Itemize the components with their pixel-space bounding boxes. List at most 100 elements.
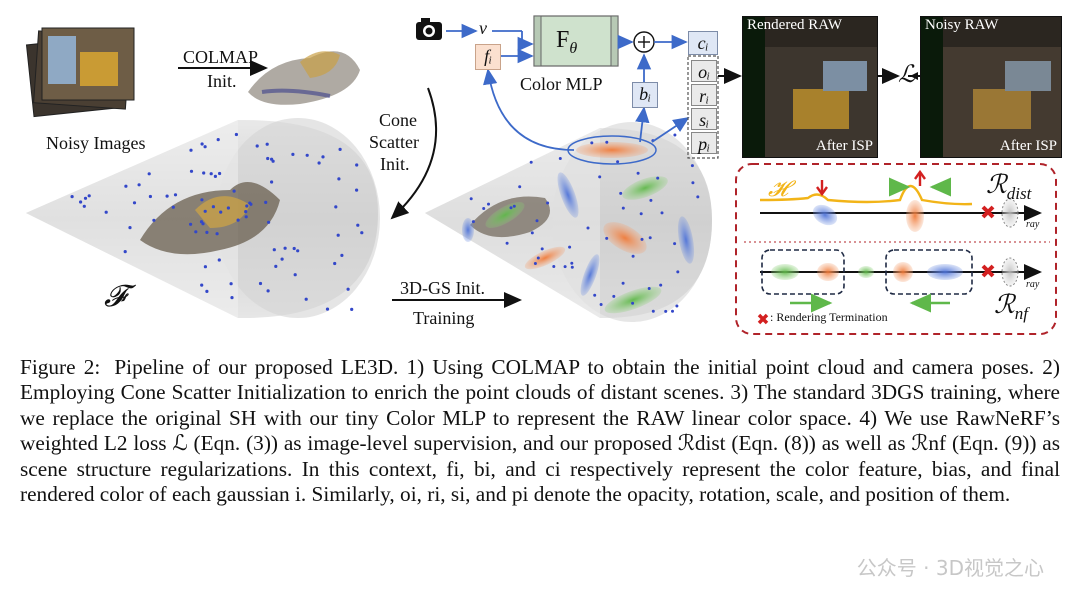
scatter-point bbox=[234, 132, 238, 137]
gaussian-center bbox=[616, 160, 620, 164]
mlp-f-label: F bbox=[556, 27, 570, 53]
scale-box: sᵢ bbox=[691, 108, 717, 130]
bias-box: bᵢ bbox=[632, 82, 658, 108]
scatter-point bbox=[189, 222, 193, 226]
scatter-point bbox=[266, 156, 270, 161]
gaussian-center bbox=[675, 304, 679, 308]
gaussian-center bbox=[649, 198, 653, 202]
rendered-raw-label: Rendered RAW bbox=[747, 17, 843, 33]
scatter-point bbox=[87, 194, 91, 198]
dist-regularization-diagram bbox=[759, 169, 1042, 232]
r-nf-sub: nf bbox=[1014, 304, 1028, 324]
color-mlp-label: Color MLP bbox=[520, 74, 603, 94]
gaussian-center bbox=[530, 231, 534, 235]
noisy-raw-image: Noisy RAW After ISP bbox=[920, 16, 1062, 158]
gaussian-center bbox=[471, 220, 475, 224]
scatter-point bbox=[283, 246, 287, 250]
gaussian-center bbox=[691, 181, 695, 185]
scatter-point bbox=[355, 188, 359, 192]
after-isp-label-2: After ISP bbox=[999, 138, 1057, 154]
scatter-point bbox=[137, 183, 141, 187]
cone-label: Cone bbox=[379, 110, 417, 130]
gaussian-center bbox=[469, 197, 473, 201]
gaussian-center bbox=[696, 195, 700, 199]
scatter-point bbox=[189, 148, 193, 152]
gaussian-center bbox=[636, 171, 640, 175]
gaussian-center bbox=[563, 265, 567, 269]
scatter-point bbox=[271, 159, 275, 163]
scatter-point bbox=[229, 282, 233, 286]
gaussian-center bbox=[651, 309, 655, 313]
figure-number: Figure 2: bbox=[20, 355, 101, 379]
noisy-raw-label: Noisy RAW bbox=[925, 17, 999, 33]
figure-caption: Figure 2:Pipeline of our proposed LE3D. … bbox=[20, 355, 1060, 507]
scatter-point bbox=[280, 257, 284, 261]
gaussian-center bbox=[590, 141, 594, 145]
gs-init-label: 3D-GS Init. bbox=[400, 278, 485, 298]
scatter-point bbox=[232, 189, 236, 193]
gaussian-center bbox=[529, 160, 533, 164]
scatter-point bbox=[325, 307, 330, 311]
scatter-point bbox=[272, 248, 276, 252]
scatter-point bbox=[264, 200, 268, 204]
init-label: Init. bbox=[380, 154, 410, 174]
sparse-point-cloud bbox=[248, 51, 360, 105]
gaussian-center bbox=[605, 236, 609, 240]
gaussian-center bbox=[673, 242, 677, 246]
scatter-point bbox=[189, 169, 194, 173]
gaussian-center bbox=[605, 140, 609, 144]
scatter-point bbox=[152, 218, 156, 222]
cone-scatter-points bbox=[70, 132, 364, 311]
scatter-point bbox=[217, 258, 221, 262]
scatter-point bbox=[255, 144, 259, 148]
scatter-point bbox=[338, 147, 342, 151]
scatter-point bbox=[147, 172, 151, 176]
attributes-group bbox=[687, 55, 719, 159]
gaussian-center bbox=[558, 157, 562, 160]
mlp-theta-label: θ bbox=[569, 39, 578, 57]
scatter-point bbox=[258, 281, 263, 286]
gaussian-center bbox=[487, 202, 490, 206]
scatter-point bbox=[267, 220, 271, 224]
figure-graphics bbox=[25, 15, 1057, 335]
scatter-point bbox=[244, 210, 248, 214]
scatter-point bbox=[203, 209, 207, 213]
gaussian-center bbox=[639, 212, 643, 216]
scatter-point bbox=[165, 194, 169, 198]
scatter-point bbox=[305, 153, 309, 157]
scatter-point bbox=[203, 145, 207, 149]
gaussian-center bbox=[552, 265, 556, 268]
scatter-point bbox=[337, 177, 341, 181]
colmap-init-label: Init. bbox=[207, 71, 237, 91]
gaussian-center bbox=[659, 283, 663, 287]
scatter-point bbox=[200, 198, 204, 202]
pipeline-figure: Rendered RAW After ISP Noisy RAW After I… bbox=[25, 15, 1062, 335]
scatter-point bbox=[304, 297, 308, 301]
gaussian-center bbox=[505, 241, 509, 245]
r-dist-symbol: ℛdist bbox=[986, 170, 1031, 204]
watermark: 公众号 · 3D视觉之心 bbox=[856, 556, 1044, 580]
gaussian-center bbox=[648, 236, 652, 240]
scatter-point bbox=[199, 220, 204, 224]
scatter-point bbox=[202, 171, 206, 175]
scatter-point bbox=[266, 289, 270, 293]
gaussian-center bbox=[621, 206, 625, 210]
loss-symbol: ℒ bbox=[898, 62, 916, 88]
scatter-point bbox=[219, 210, 223, 214]
ray-label-2: ray bbox=[1026, 279, 1040, 290]
scatter-point bbox=[83, 196, 88, 200]
scatter-point bbox=[292, 246, 296, 251]
scatter-point bbox=[216, 138, 220, 142]
noisy-images-label: Noisy Images bbox=[46, 133, 146, 153]
scatter-point bbox=[123, 250, 127, 254]
scatter-point bbox=[104, 210, 108, 214]
cone-scatter-arrow bbox=[390, 87, 438, 220]
scatter-point bbox=[173, 193, 178, 197]
gaussian-center bbox=[535, 219, 539, 223]
scatter-point bbox=[211, 205, 215, 209]
scatter-point bbox=[124, 184, 128, 188]
nf-regularization-diagram bbox=[757, 249, 1042, 325]
scatter-point bbox=[334, 205, 338, 209]
scatter-point bbox=[128, 226, 132, 230]
gaussian-center bbox=[482, 207, 486, 210]
